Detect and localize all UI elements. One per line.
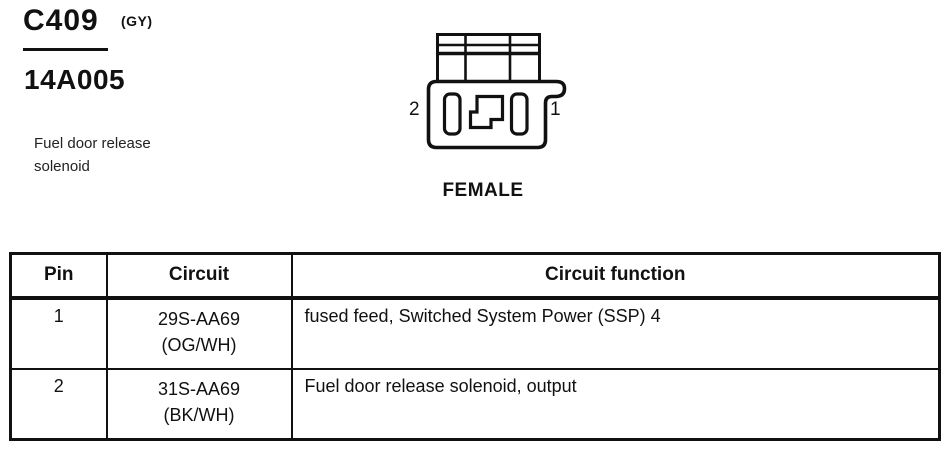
circuit-code: 29S-AA69 [157, 308, 241, 329]
connector-gender-label: FEMALE [442, 180, 524, 201]
circuit-cell: 31S-AA69 (BK/WH) [105, 367, 293, 441]
connector-id: C409 [23, 4, 99, 37]
connector-description: Fuel door release solenoid [34, 135, 151, 175]
circuit-cell: 29S-AA69 (OG/WH) [105, 296, 293, 370]
table-row-pin-2: 2 31S-AA69 (BK/WH) Fuel door release sol… [9, 367, 941, 441]
connector-color-code: (GY) [121, 13, 153, 29]
circuit-function-cell: fused feed, Switched System Power (SSP) … [290, 296, 941, 370]
circuit-function-cell: Fuel door release solenoid, output [290, 367, 941, 441]
col-header-pin: Pin [9, 252, 108, 300]
pin-2-label: 2 [409, 99, 420, 120]
part-number: 14A005 [24, 64, 126, 95]
pinout-table: Pin Circuit Circuit function 1 29S-AA69 … [9, 252, 941, 441]
pin-cavity-2 [442, 92, 462, 136]
pin-cavity-1 [509, 92, 529, 136]
col-header-circuit-function: Circuit function [290, 252, 941, 300]
circuit-wire-color: (BK/WH) [163, 404, 235, 425]
col-header-circuit: Circuit [105, 252, 293, 300]
pin-number-cell: 1 [9, 296, 108, 370]
connector-id-underline [23, 48, 108, 51]
circuit-code: 31S-AA69 [157, 378, 241, 399]
table-header-row: Pin Circuit Circuit function [9, 252, 941, 300]
circuit-wire-color: (OG/WH) [161, 334, 237, 355]
pin-number-cell: 2 [9, 367, 108, 441]
connector-diagram [426, 33, 567, 150]
keying-slot [468, 94, 505, 130]
pin-1-label: 1 [550, 99, 561, 120]
table-row-pin-1: 1 29S-AA69 (OG/WH) fused feed, Switched … [9, 296, 941, 370]
